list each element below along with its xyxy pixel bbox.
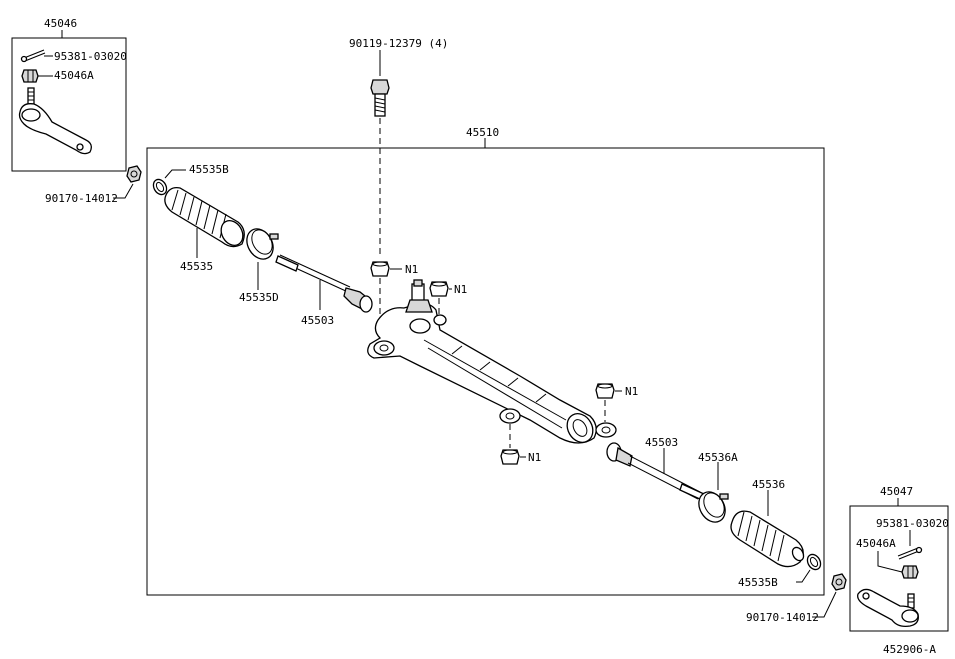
right-tie-rod-end-box (849, 505, 949, 632)
label-N1-d: N1 (528, 451, 541, 464)
label-N1-b: N1 (454, 283, 467, 296)
label-45536A: 45536A (698, 451, 738, 464)
label-45503-left: 45503 (301, 314, 334, 327)
castle-nut-right (901, 565, 919, 579)
label-N1-a: N1 (405, 263, 418, 276)
grommet-n1-a (370, 261, 390, 277)
boot-clamp-45535b-top (152, 178, 168, 196)
grommet-n1-c (595, 383, 615, 399)
grommet-n1-d (500, 449, 520, 465)
label-45046A-left: 45046A (54, 69, 94, 82)
boot-band-45535d (246, 228, 279, 260)
figure-number: 452906-A (883, 643, 936, 656)
rack-housing (367, 279, 617, 444)
label-90170-left: 90170-14012 (45, 192, 118, 205)
mounting-bolt (370, 79, 390, 117)
label-45535: 45535 (180, 260, 213, 273)
label-N1-c: N1 (625, 385, 638, 398)
castle-nut-left (21, 69, 39, 83)
label-45046: 45046 (44, 17, 77, 30)
grommet-n1-b (429, 281, 449, 297)
boot-clamp-45535b-bottom (806, 553, 822, 571)
nut-left-90170 (126, 165, 142, 183)
label-90119: 90119-12379 (4) (349, 37, 448, 50)
left-tie-rod-end-box (11, 37, 127, 172)
inner-tie-rod-left (275, 254, 373, 313)
label-45536: 45536 (752, 478, 785, 491)
tie-rod-end-right (857, 588, 919, 628)
label-95381-left: 95381-03020 (54, 50, 127, 63)
tie-rod-end-left (18, 87, 92, 155)
label-45535D: 45535D (239, 291, 279, 304)
label-45503-right: 45503 (645, 436, 678, 449)
label-45535B-bottom: 45535B (738, 576, 778, 589)
label-90170-right: 90170-14012 (746, 611, 819, 624)
nut-right-90170 (831, 573, 847, 591)
label-45510: 45510 (466, 126, 499, 139)
label-95381-right: 95381-03020 (876, 517, 949, 530)
bellows-boot-left (164, 187, 245, 248)
cotter-pin-right (897, 546, 923, 560)
label-45046A-right: 45046A (856, 537, 896, 550)
boot-band-45536a (698, 491, 729, 523)
inner-tie-rod-right (606, 442, 705, 501)
bellows-boot-right (730, 510, 805, 568)
cotter-pin-left (20, 49, 46, 63)
label-45535B-top: 45535B (189, 163, 229, 176)
label-45047: 45047 (880, 485, 913, 498)
